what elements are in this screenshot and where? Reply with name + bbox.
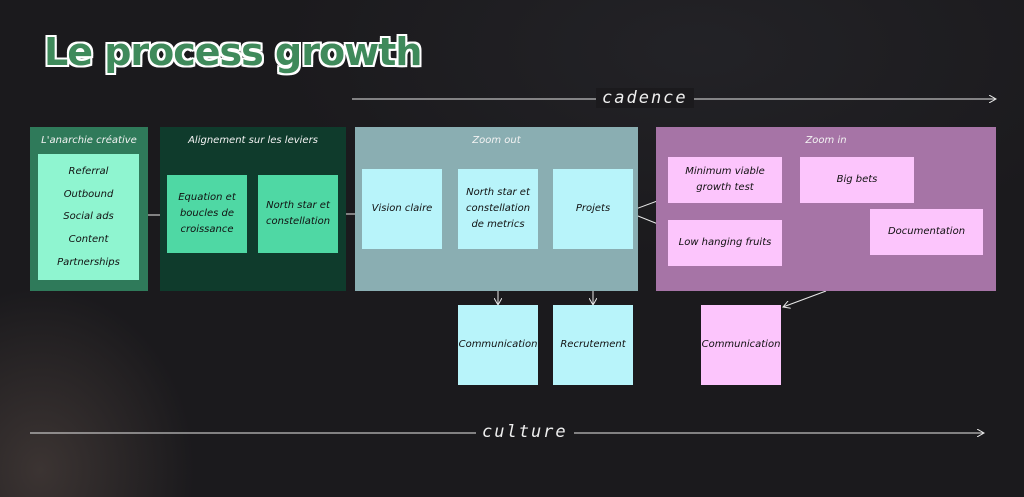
arrow-zoomin-communication [783, 290, 827, 307]
panel-zoom-in: Zoom in Minimum viable growth test Big b… [656, 127, 996, 291]
box-mvgt: Minimum viable growth test [668, 157, 782, 203]
box-communication-2: Communication [701, 305, 781, 385]
culture-label: culture [476, 422, 574, 442]
panel-alignement: Alignement sur les leviers Equation et b… [160, 127, 346, 291]
panel-zoom-out: Zoom out Vision claire North star et con… [355, 127, 638, 291]
box-north-star: North star et constellation [258, 175, 338, 253]
list-item: Content [68, 234, 109, 246]
box-vision-claire: Vision claire [362, 169, 442, 249]
list-item: Social ads [63, 211, 114, 223]
panel-title: Zoom in [805, 135, 847, 146]
cadence-label: cadence [596, 88, 694, 108]
panel-anarchie-creative: L'anarchie créative Referral Outbound So… [30, 127, 148, 291]
list-item: Partnerships [57, 257, 120, 269]
box-documentation: Documentation [870, 209, 983, 255]
box-recrutement: Recrutement [553, 305, 633, 385]
box-north-star-metrics: North star et constellation de metrics [458, 169, 538, 249]
box-projets: Projets [553, 169, 633, 249]
list-item: Referral [68, 165, 109, 177]
box-communication-1: Communication [458, 305, 538, 385]
panel-title: Alignement sur les leviers [188, 135, 318, 146]
list-item: Outbound [63, 188, 114, 200]
box-big-bets: Big bets [800, 157, 914, 203]
panel-title: Zoom out [472, 135, 521, 146]
panel-title: L'anarchie créative [41, 135, 137, 146]
page-title: Le process growth [44, 30, 422, 74]
box-equation: Equation et boucles de croissance [167, 175, 247, 253]
box-low-hanging-fruits: Low hanging fruits [668, 220, 782, 266]
levers-list: Referral Outbound Social ads Content Par… [38, 154, 139, 280]
